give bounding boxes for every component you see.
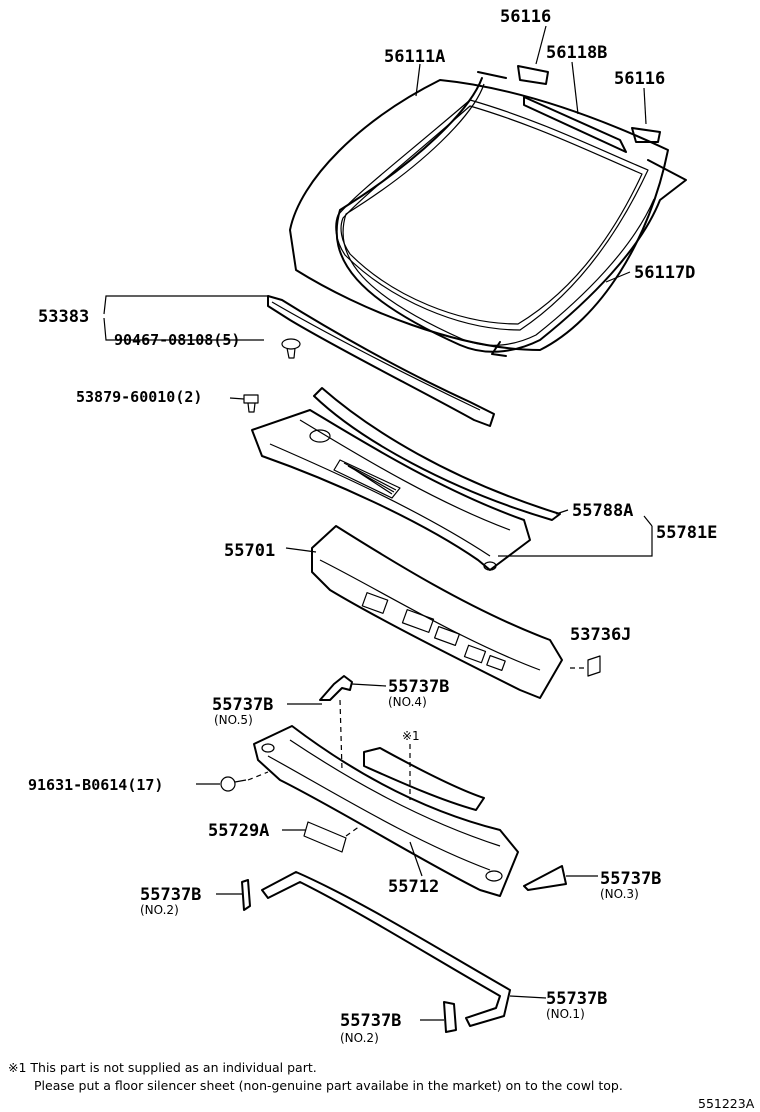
label-55737B-no3: 55737B [600,869,661,889]
label-55737B-no4-sub: (NO.4) [388,695,427,709]
label-55737B-no1-sub: (NO.1) [546,1007,585,1021]
label-55737B-no2b-sub: (NO.2) [340,1031,379,1045]
label-55737B-no2a: 55737B [140,885,201,905]
label-53383: 53383 [38,307,89,327]
moulding-56118B[interactable] [523,96,627,153]
cowl-panel-55701[interactable] [311,525,563,699]
clip-56116-top[interactable] [517,65,549,85]
seal-55737B-no3[interactable] [523,865,567,891]
clip-90467[interactable] [281,338,301,359]
cowl-panel-55712[interactable] [253,725,519,897]
label-56116-right: 56116 [614,69,665,89]
label-55701: 55701 [224,541,275,561]
seal-55737B-no2-left[interactable] [241,879,251,911]
seal-55737B-no1[interactable] [261,871,511,1027]
clip-56116-right[interactable] [631,127,661,143]
label-note-mark: ※1 [402,729,420,743]
label-56116-top: 56116 [500,7,551,27]
pad-53736J[interactable] [587,655,601,677]
label-55737B-no2a-sub: (NO.2) [140,903,179,917]
weatherstrip-53383[interactable] [267,295,495,427]
label-55737B-no1: 55737B [546,989,607,1009]
footnote-line-1: ※1 This part is not supplied as an indiv… [8,1060,317,1075]
label-55737B-no5-sub: (NO.5) [214,713,253,727]
label-56111A: 56111A [384,47,445,67]
cowl-louver[interactable] [251,387,561,571]
footnote-line-2: Please put a floor silencer sheet (non-g… [34,1078,623,1093]
diagram-id: 551223A [698,1096,755,1111]
label-55737B-no4: 55737B [388,677,449,697]
label-53879: 53879-60010(2) [76,388,202,406]
screw-53879[interactable] [243,394,259,413]
label-55712: 55712 [388,877,439,897]
windshield-moulding[interactable] [335,71,687,357]
label-56117D: 56117D [634,263,695,283]
label-55737B-no2b: 55737B [340,1011,401,1031]
label-91631: 91631-B0614(17) [28,776,163,794]
label-55737B-no5: 55737B [212,695,273,715]
label-53736J: 53736J [570,625,631,645]
label-55729A: 55729A [208,821,269,841]
label-55781E: 55781E [656,523,717,543]
seal-55737B-no2-bottom[interactable] [443,1001,457,1033]
label-55788A: 55788A [572,501,633,521]
pad-55729A[interactable] [303,821,347,853]
label-55737B-no3-sub: (NO.3) [600,887,639,901]
silencer-sheet[interactable] [363,747,485,811]
screw-91631[interactable] [220,776,247,792]
clip-55737B-no4-no5[interactable] [319,675,353,701]
windshield-glass[interactable] [289,79,669,351]
label-90467: 90467-08108(5) [114,331,240,349]
label-56118B: 56118B [546,43,607,63]
